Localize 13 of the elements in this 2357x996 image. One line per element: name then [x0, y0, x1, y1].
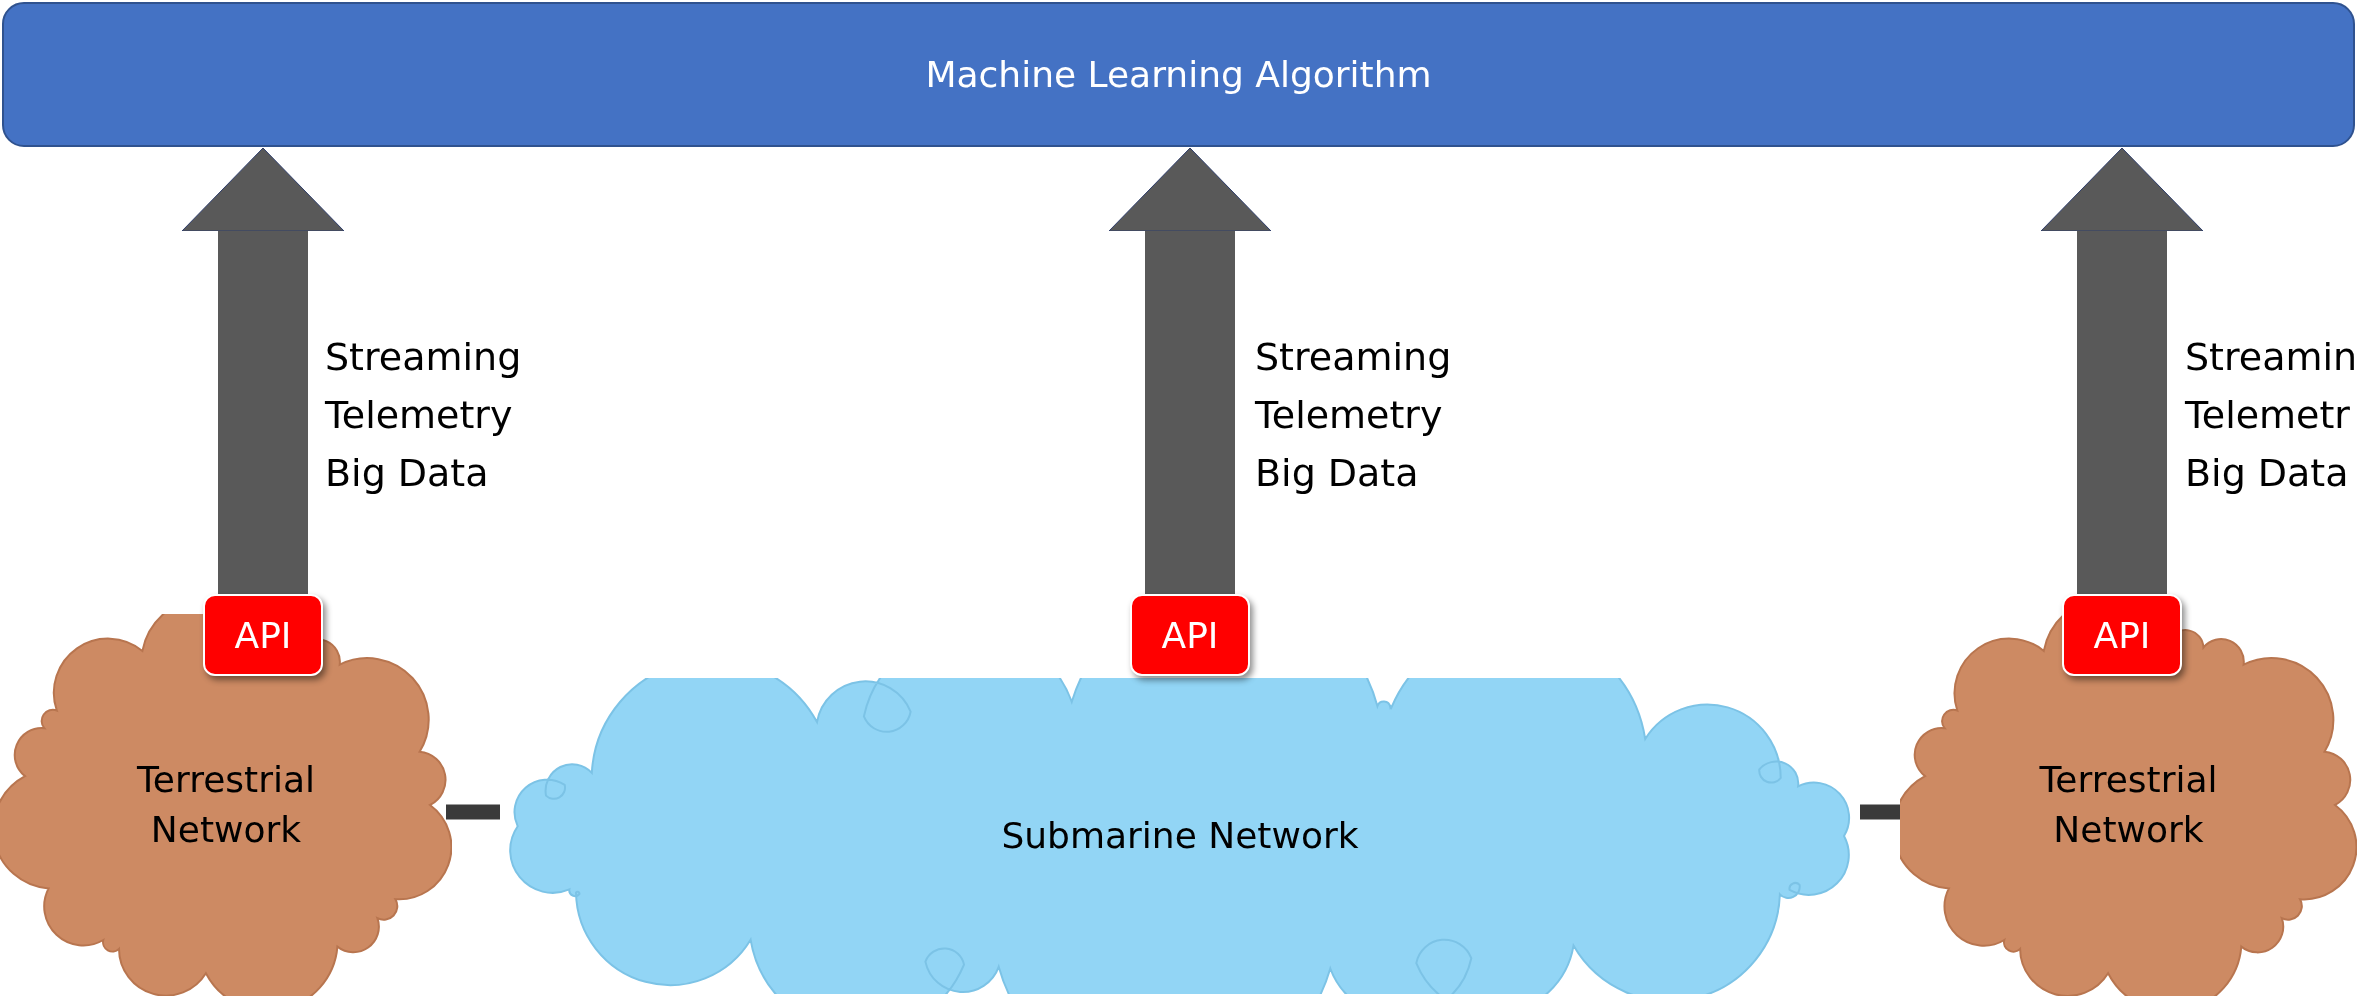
- terrestrial-cloud: [1900, 614, 2357, 996]
- api-label: API: [2093, 614, 2151, 656]
- terrestrial-cloud: [0, 614, 452, 996]
- api-label: API: [1161, 614, 1219, 656]
- title-text: Machine Learning Algorithm: [925, 54, 1432, 95]
- network-label: Terrestrial Network: [135, 758, 317, 852]
- block-arrow: [181, 147, 345, 594]
- network-label: Submarine Network: [1001, 814, 1359, 858]
- algorithm-bar: [2, 2, 2355, 147]
- edge-label: Streamin Telemetr Big Data: [2185, 334, 2353, 497]
- connector-line: [446, 804, 500, 820]
- api-label: API: [234, 614, 292, 656]
- network-label: Terrestrial Network: [2038, 758, 2219, 852]
